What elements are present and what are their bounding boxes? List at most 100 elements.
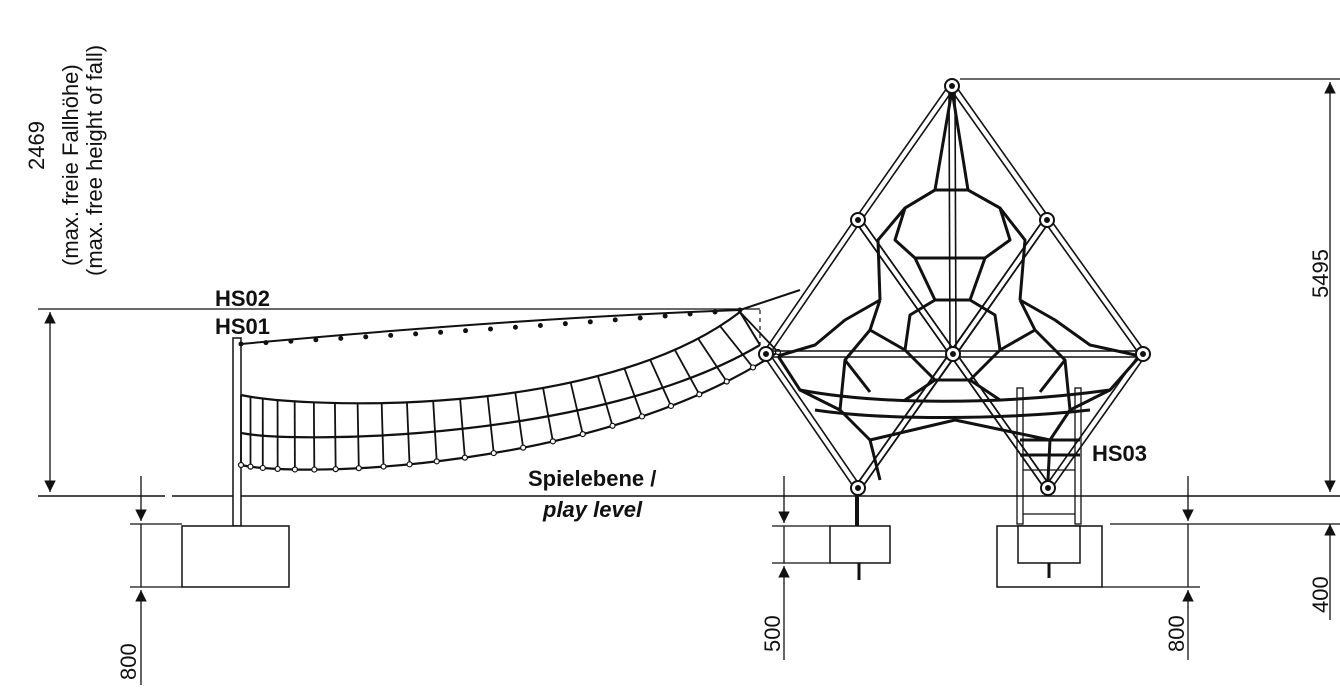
rope-net	[778, 356, 880, 480]
net-rung	[698, 339, 727, 382]
frame-pole	[764, 218, 856, 352]
frame-pole	[856, 222, 951, 356]
net-rung	[358, 403, 359, 468]
rope-bead	[563, 322, 567, 326]
frame-node-center	[950, 84, 955, 89]
rope-net	[815, 410, 1090, 418]
right-edge-value: 400	[1308, 576, 1333, 613]
left-foundation-block	[182, 526, 289, 587]
net-bead	[239, 463, 244, 468]
center-foundation	[830, 494, 890, 580]
rope-bead	[389, 333, 393, 337]
rope-bead	[489, 327, 493, 331]
net-bead	[697, 392, 702, 397]
net-bead	[333, 467, 338, 472]
net-bead	[751, 365, 756, 370]
center-foundation-value: 500	[760, 615, 785, 652]
frame-pole	[949, 86, 950, 354]
hs02-label: HS02	[215, 286, 270, 311]
rope-bead	[513, 325, 517, 329]
rope-bead	[613, 318, 617, 322]
net-rung	[335, 403, 336, 469]
rope-bead	[638, 316, 642, 320]
rope-bead	[713, 310, 717, 314]
frame-pole	[954, 84, 1049, 218]
frame-node-center	[856, 486, 861, 491]
net-bead	[356, 466, 361, 471]
rope-bead	[239, 342, 243, 346]
frame-node-center	[856, 218, 861, 223]
net-bead	[724, 379, 729, 384]
net-rung	[571, 382, 583, 434]
rope-bead	[588, 320, 592, 324]
rope-net	[1020, 300, 1140, 356]
rope-bead	[538, 324, 542, 328]
net-bead	[610, 423, 615, 428]
fall-height-de: (max. freie Fallhöhe)	[58, 64, 83, 266]
frame-node-center	[1046, 486, 1051, 491]
net-bead	[580, 432, 585, 437]
rope-bead	[663, 314, 667, 318]
net-bead	[260, 465, 265, 470]
fall-height-value: 2469	[24, 121, 49, 170]
net-bead	[639, 414, 644, 419]
play-level-de-label: Spielebene /	[528, 466, 656, 491]
net-rung	[382, 403, 384, 467]
net-bead	[550, 439, 555, 444]
frame-node-center	[1141, 352, 1146, 357]
net-bead	[434, 459, 439, 464]
net-bridge	[239, 290, 801, 472]
frame-pole	[768, 222, 860, 356]
frame-pole	[1050, 356, 1145, 490]
rope-bead	[314, 338, 318, 342]
net-bead	[292, 467, 297, 472]
frame-pole	[1045, 222, 1141, 356]
net-bead	[381, 464, 386, 469]
left-foundation-value: 800	[116, 643, 141, 680]
total-height-value: 5495	[1308, 249, 1333, 298]
rope-bead	[339, 336, 343, 340]
net-bead	[668, 403, 673, 408]
net-bead	[521, 445, 526, 450]
frame-pole	[955, 86, 956, 354]
frame-pole	[768, 352, 860, 486]
net-bead	[275, 466, 280, 471]
net-bead	[312, 467, 317, 472]
frame-pole	[764, 356, 856, 490]
net-bead	[462, 455, 467, 460]
frame-pole	[955, 222, 1049, 356]
rope-bead	[364, 335, 368, 339]
frame-pole	[1049, 218, 1145, 352]
rope-net	[845, 360, 870, 392]
frame-node-center	[1045, 218, 1050, 223]
frame-pole	[856, 84, 950, 218]
frame-pole	[955, 352, 1050, 486]
rope-bead	[738, 308, 742, 312]
net-rung	[624, 368, 642, 416]
rope-net	[952, 90, 1025, 300]
rope-net	[895, 190, 1010, 258]
climbing-structure	[759, 79, 1150, 495]
net-bead	[248, 464, 253, 469]
rope-net	[1040, 360, 1065, 392]
net-rung	[675, 350, 699, 395]
frame-node-center	[951, 352, 956, 357]
rope-net	[800, 390, 1110, 401]
rope-bead	[264, 341, 268, 345]
frame-pole	[856, 352, 951, 486]
frame-node-center	[764, 352, 769, 357]
rope-bead	[688, 312, 692, 316]
rope-bead	[464, 329, 468, 333]
hs01-label: HS01	[215, 314, 270, 339]
net-bead	[407, 462, 412, 467]
play-level-en-label: play level	[542, 497, 643, 522]
net-rung	[650, 360, 671, 406]
net-bead	[491, 451, 496, 456]
net-rung	[720, 326, 753, 367]
left-post	[182, 338, 289, 587]
rope-bead	[289, 339, 293, 343]
fall-height-en: (max. free height of fall)	[82, 45, 107, 276]
right-foundation-value: 800	[1164, 615, 1189, 652]
net-rung	[598, 376, 613, 426]
